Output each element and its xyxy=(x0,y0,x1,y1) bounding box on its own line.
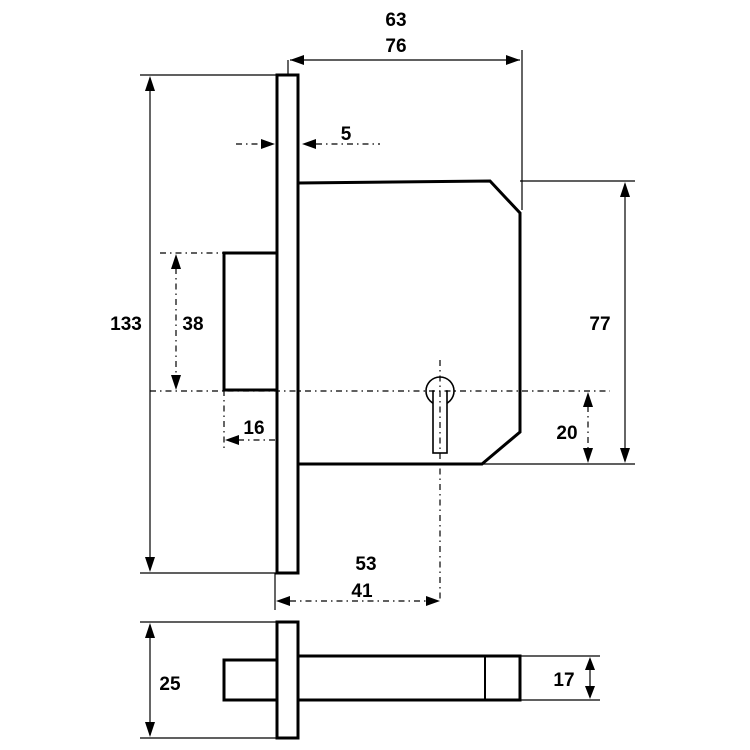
label-height-overall: 133 xyxy=(110,314,142,335)
arrow-bolt-height-top xyxy=(171,254,181,269)
bottom-faceplate xyxy=(275,620,300,740)
arrow-bottom-height-bottom xyxy=(145,722,155,737)
label-bolt-height: 38 xyxy=(182,314,203,335)
arrow-case-height-bottom xyxy=(620,448,630,463)
arrow-bolt-throw-left xyxy=(225,435,239,445)
bottom-bolt xyxy=(222,658,279,702)
label-width-body: 76 xyxy=(385,36,406,57)
arrow-bolt-height-bottom xyxy=(171,375,181,390)
label-width-overall: 63 xyxy=(385,10,406,31)
arrow-backset-right xyxy=(426,596,440,606)
arrow-keyhole-offset-bottom xyxy=(583,448,593,463)
label-bottom-height: 25 xyxy=(159,674,181,695)
label-bottom-depth: 17 xyxy=(553,670,574,691)
lock-case xyxy=(296,179,522,466)
arrow-top-width-left xyxy=(290,55,304,65)
label-backset-upper: 53 xyxy=(355,554,376,575)
dimension-labels: 63 76 5 133 38 16 77 20 53 41 25 17 xyxy=(110,10,610,695)
arrow-top-width-right xyxy=(506,55,520,65)
faceplate xyxy=(275,73,300,575)
label-case-height: 77 xyxy=(589,314,610,335)
arrow-bottom-height-top xyxy=(145,623,155,638)
arrow-depth-top xyxy=(585,657,595,670)
front-view xyxy=(150,73,610,600)
arrow-case-height-top xyxy=(620,182,630,197)
label-faceplate-thickness: 5 xyxy=(341,124,352,145)
bottom-case xyxy=(296,654,522,702)
arrow-keyhole-offset-top xyxy=(583,392,593,407)
arrow-faceplate-left xyxy=(261,139,275,149)
bottom-view xyxy=(140,620,600,740)
arrow-backset-left xyxy=(276,596,290,606)
arrow-faceplate-right xyxy=(302,139,316,149)
label-bolt-throw: 16 xyxy=(243,418,264,439)
arrow-height-top xyxy=(145,76,155,91)
label-backset-lower: 41 xyxy=(351,581,373,602)
arrow-depth-bottom xyxy=(585,686,595,699)
arrow-height-bottom xyxy=(145,557,155,572)
dimension-lines xyxy=(140,50,635,610)
label-keyhole-offset: 20 xyxy=(556,423,577,444)
bolt xyxy=(222,251,279,392)
